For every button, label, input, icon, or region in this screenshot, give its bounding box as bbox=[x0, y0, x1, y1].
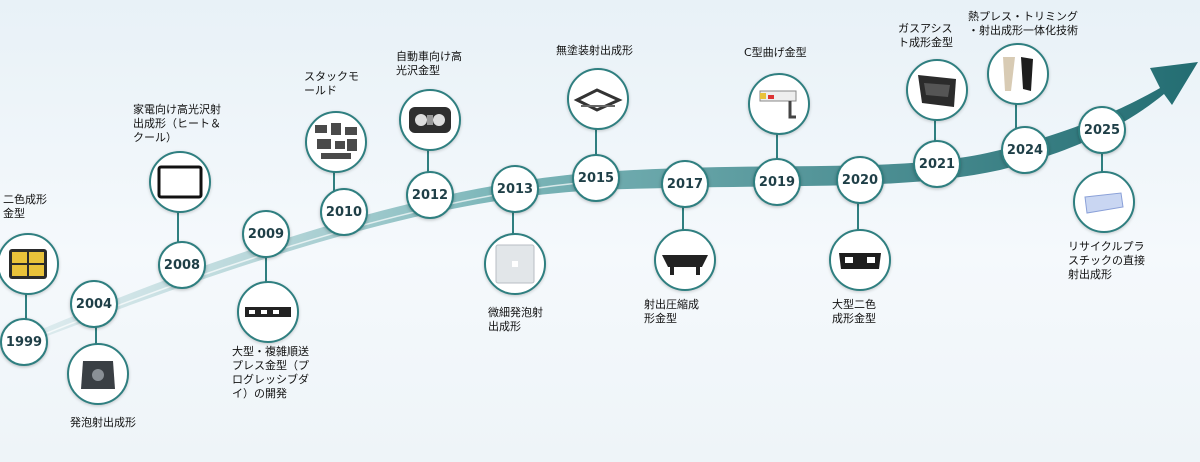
connector-line bbox=[934, 88, 936, 162]
connector-line bbox=[25, 262, 27, 340]
connector-line bbox=[1101, 128, 1103, 200]
stack-mold-parts-icon bbox=[305, 111, 367, 173]
connector-line bbox=[857, 178, 859, 258]
milestone-label: 熱プレス・トリミング ・射出成形一体化技術 bbox=[968, 10, 1078, 37]
year-badge: 2015 bbox=[572, 154, 620, 202]
bumper-part-icon bbox=[829, 229, 891, 291]
milestone-label: 二色成形 金型 bbox=[3, 193, 47, 220]
milestone-label: 無塗装射出成形 bbox=[556, 44, 633, 57]
connector-line bbox=[682, 182, 684, 258]
glossy-frame-icon bbox=[149, 151, 211, 213]
pillar-parts-icon bbox=[987, 43, 1049, 105]
milestone-label: C型曲げ金型 bbox=[744, 46, 807, 59]
year-badge: 2008 bbox=[158, 241, 206, 289]
connector-line bbox=[265, 232, 267, 310]
year-badge: 2017 bbox=[661, 160, 709, 208]
milestone-label: 家電向け高光沢射 出成形（ヒート＆ クール） bbox=[133, 103, 221, 144]
connector-line bbox=[177, 180, 179, 263]
year-badge: 2019 bbox=[753, 158, 801, 206]
foam-part-icon bbox=[67, 343, 129, 405]
c-bend-part-icon bbox=[748, 73, 810, 135]
year-badge: 2012 bbox=[406, 171, 454, 219]
year-badge: 2009 bbox=[242, 210, 290, 258]
connector-line bbox=[595, 97, 597, 176]
grille-icon bbox=[399, 89, 461, 151]
year-badge: 2004 bbox=[70, 280, 118, 328]
year-badge: 2013 bbox=[491, 165, 539, 213]
milestone-label: 発泡射出成形 bbox=[70, 416, 136, 429]
foam-panel-icon bbox=[484, 233, 546, 295]
milestone-label: ガスアシス ト成形金型 bbox=[898, 22, 953, 49]
year-badge: 2025 bbox=[1078, 106, 1126, 154]
spoiler-part-icon bbox=[654, 229, 716, 291]
milestone-label: スタックモ ールド bbox=[304, 70, 359, 97]
milestone-label: 射出圧縮成 形金型 bbox=[644, 298, 699, 325]
connector-line bbox=[1015, 72, 1017, 148]
year-badge: 2010 bbox=[320, 188, 368, 236]
milestone-label: リサイクルプラ スチックの直接 射出成形 bbox=[1068, 240, 1145, 281]
milestone-label: 大型二色 成形金型 bbox=[832, 298, 876, 325]
door-trim-icon bbox=[906, 59, 968, 121]
recycled-part-icon bbox=[1073, 171, 1135, 233]
year-badge: 2020 bbox=[836, 156, 884, 204]
connector-line bbox=[95, 302, 97, 372]
year-badge: 1999 bbox=[0, 318, 48, 366]
connector-line bbox=[776, 102, 778, 180]
year-badge: 2021 bbox=[913, 140, 961, 188]
connector-line bbox=[427, 118, 429, 193]
progressive-die-strip-icon bbox=[237, 281, 299, 343]
year-badge: 2024 bbox=[1001, 126, 1049, 174]
connector-line bbox=[333, 140, 335, 210]
milestone-label: 微細発泡射 出成形 bbox=[488, 306, 543, 333]
connector-line bbox=[512, 187, 514, 262]
bracket-part-icon bbox=[567, 68, 629, 130]
milestone-label: 自動車向け高 光沢金型 bbox=[396, 50, 462, 77]
milestone-label: 大型・複雑順送 プレス金型（プ ログレッシブダ イ）の開発 bbox=[232, 345, 309, 400]
car-seat-panel-icon bbox=[0, 233, 59, 295]
